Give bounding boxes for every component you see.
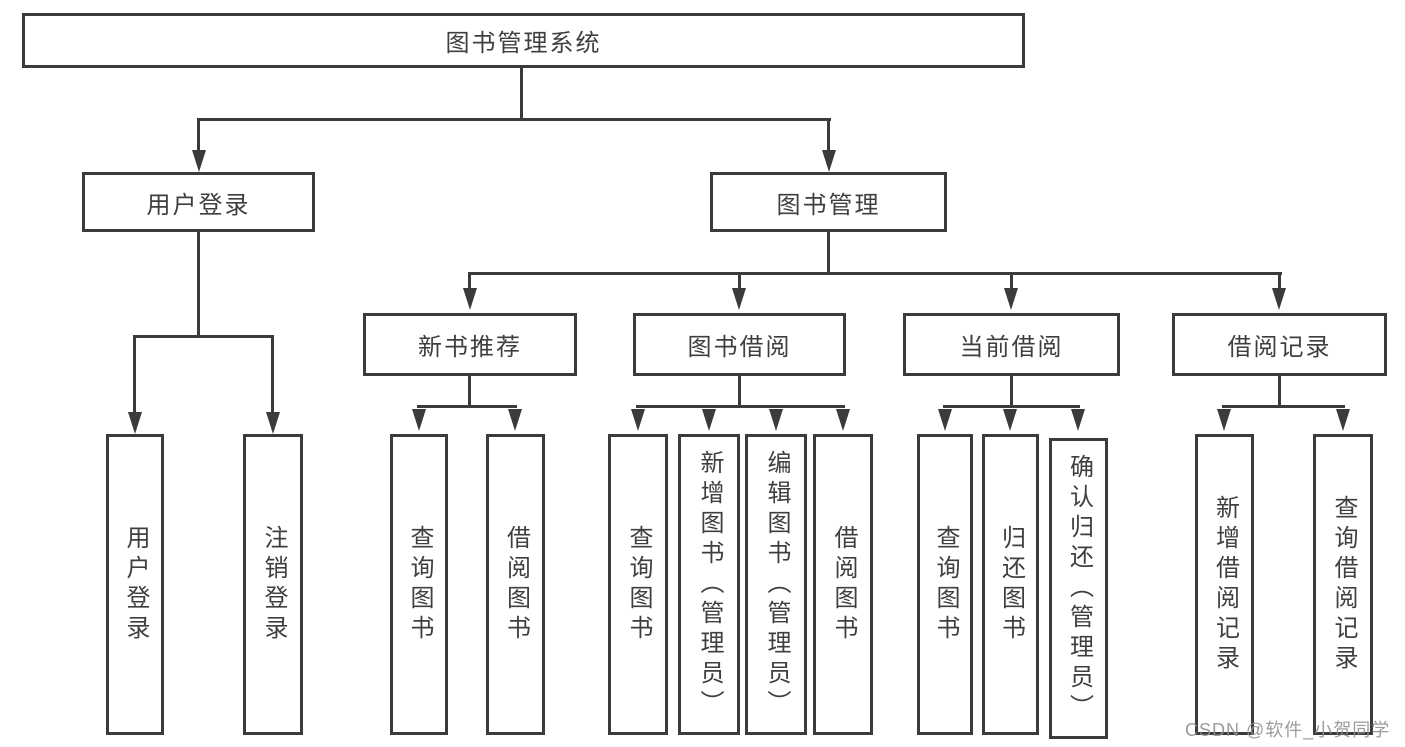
node-label: 借阅记录 <box>1227 334 1332 361</box>
arrow-down-icon <box>769 409 783 431</box>
connector-root-stem <box>520 68 523 120</box>
connector-drop <box>738 272 741 292</box>
connector-user-login-rail <box>133 335 274 338</box>
connector-stem <box>468 376 471 407</box>
leaf-confirm-return-admin: 确认归还（管理员） <box>1049 438 1108 739</box>
node-new-book-recommendation: 新书推荐 <box>363 313 577 376</box>
leaf-query-books-borrowing: 查询图书 <box>608 434 668 735</box>
node-label: 图书借阅 <box>687 334 792 361</box>
leaf-label: 确认归还（管理员） <box>1065 453 1093 724</box>
connector-drop <box>133 335 136 413</box>
arrow-down-icon <box>463 288 477 310</box>
arrow-down-icon <box>508 409 522 431</box>
arrow-down-icon <box>702 409 716 431</box>
leaf-label: 查询图书 <box>406 524 433 645</box>
connector-drop <box>271 335 274 413</box>
arrow-down-icon <box>1004 288 1018 310</box>
connector-level1-rail <box>197 118 831 121</box>
arrow-down-icon <box>822 150 836 172</box>
connector-rail <box>636 405 845 408</box>
node-library-management-system: 图书管理系统 <box>22 13 1025 68</box>
leaf-borrow-books-borrowing: 借阅图书 <box>813 434 873 735</box>
leaf-add-borrow-record: 新增借阅记录 <box>1195 434 1254 735</box>
connector-level2-rail <box>468 272 1282 275</box>
arrow-down-icon <box>836 409 850 431</box>
leaf-query-books-current: 查询图书 <box>917 434 973 735</box>
leaf-label: 查询图书 <box>625 524 652 645</box>
arrow-down-icon <box>128 412 142 434</box>
connector-drop <box>468 272 471 292</box>
connector-user-login-drop <box>197 118 200 154</box>
connector-book-mgmt-stem <box>827 232 830 275</box>
connector-stem <box>738 376 741 407</box>
arrow-down-icon <box>938 409 952 431</box>
node-book-management: 图书管理 <box>710 172 947 232</box>
leaf-query-borrow-record: 查询借阅记录 <box>1313 434 1373 735</box>
leaf-label: 编辑图书（管理员） <box>763 449 790 720</box>
connector-rail <box>417 405 517 408</box>
leaf-add-books-admin: 新增图书（管理员） <box>678 434 740 735</box>
connector-user-login-stem <box>197 232 200 338</box>
arrow-down-icon <box>1217 409 1231 431</box>
node-current-borrowing: 当前借阅 <box>903 313 1120 376</box>
node-label: 新书推荐 <box>418 334 522 361</box>
leaf-label: 借阅图书 <box>830 524 857 645</box>
connector-drop <box>1010 272 1013 292</box>
leaf-label: 归还图书 <box>997 524 1025 645</box>
csdn-watermark: CSDN @软件_小贺同学 <box>1185 720 1391 740</box>
leaf-label: 查询图书 <box>932 524 959 645</box>
leaf-logout: 注销登录 <box>243 434 303 735</box>
arrow-down-icon <box>1336 409 1350 431</box>
node-book-borrowing: 图书借阅 <box>633 313 846 376</box>
arrow-down-icon <box>1071 409 1085 431</box>
leaf-label: 新增图书（管理员） <box>696 449 723 720</box>
arrow-down-icon <box>1003 409 1017 431</box>
connector-stem <box>1278 376 1281 407</box>
leaf-user-login: 用户登录 <box>106 434 164 735</box>
connector-stem <box>1010 376 1013 407</box>
node-user-login: 用户登录 <box>82 172 315 232</box>
node-borrowing-records: 借阅记录 <box>1172 313 1387 376</box>
node-label: 当前借阅 <box>959 334 1064 361</box>
leaf-label: 新增借阅记录 <box>1211 494 1239 675</box>
leaf-edit-books-admin: 编辑图书（管理员） <box>745 434 807 735</box>
arrow-down-icon <box>412 409 426 431</box>
leaf-label: 查询借阅记录 <box>1330 494 1357 675</box>
arrow-down-icon <box>1272 288 1286 310</box>
connector-rail <box>943 405 1080 408</box>
node-label: 用户登录 <box>146 191 251 219</box>
leaf-borrow-books-recommend: 借阅图书 <box>486 434 545 735</box>
arrow-down-icon <box>192 150 206 172</box>
arrow-down-icon <box>266 412 280 434</box>
connector-drop <box>1278 272 1281 292</box>
arrow-down-icon <box>631 409 645 431</box>
node-label: 图书管理系统 <box>445 30 602 57</box>
leaf-label: 注销登录 <box>260 524 287 645</box>
leaf-label: 借阅图书 <box>502 524 530 645</box>
leaf-query-books-recommend: 查询图书 <box>390 434 448 735</box>
connector-rail <box>1222 405 1345 408</box>
connector-book-mgmt-drop <box>827 118 830 154</box>
arrow-down-icon <box>732 288 746 310</box>
leaf-return-books: 归还图书 <box>982 434 1039 735</box>
leaf-label: 用户登录 <box>122 524 149 645</box>
node-label: 图书管理 <box>776 191 881 219</box>
